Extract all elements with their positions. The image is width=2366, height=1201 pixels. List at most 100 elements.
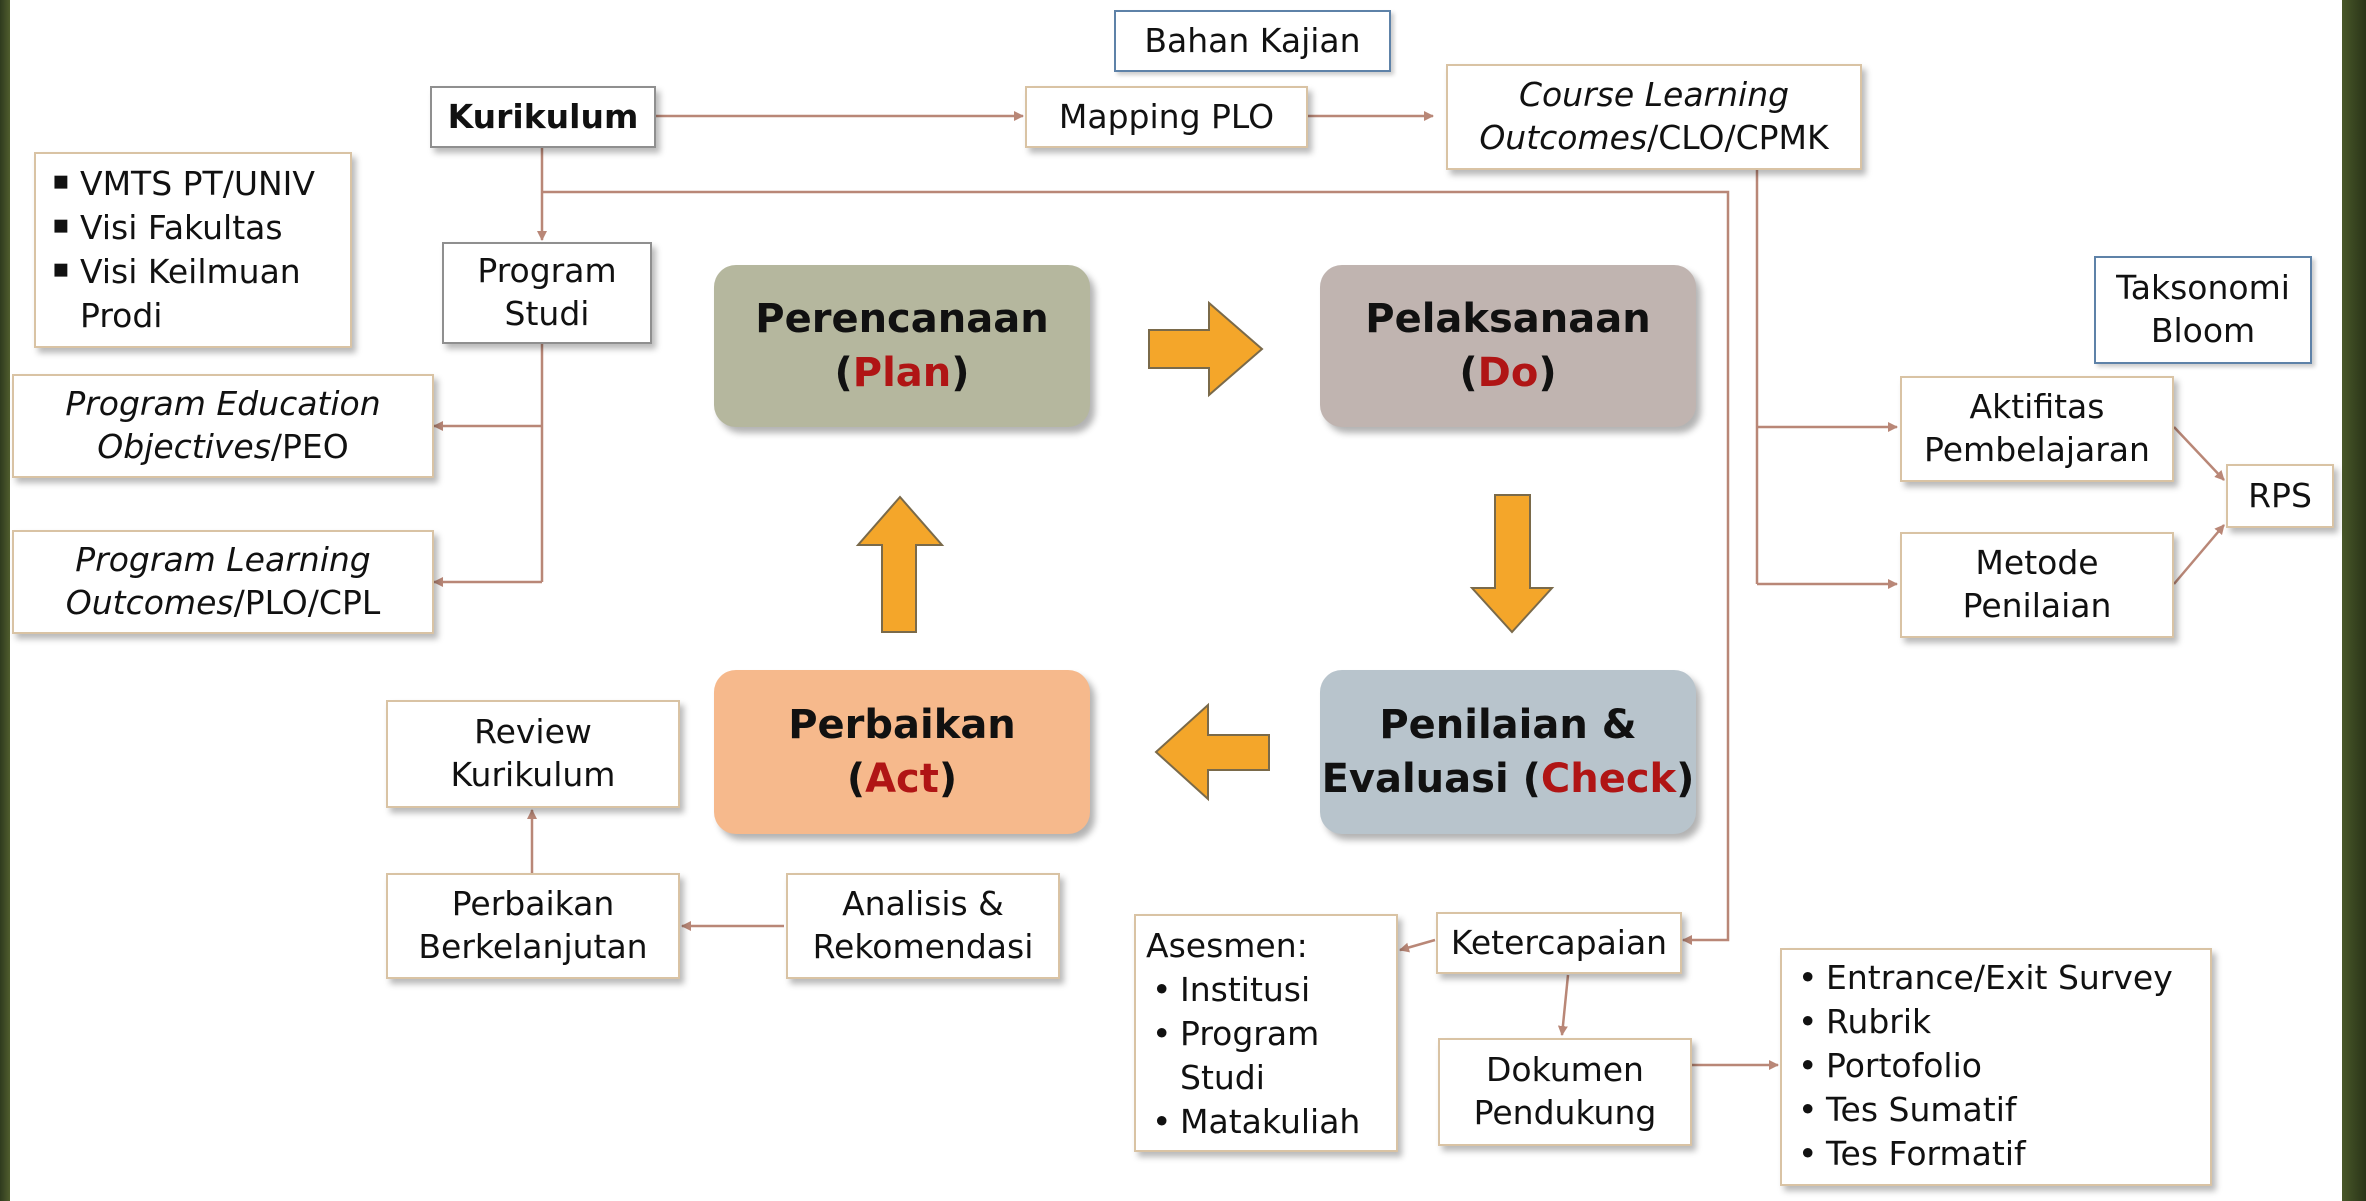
- do-open-paren: (: [1459, 350, 1478, 396]
- perbaikan-berkelanjutan-line2: Berkelanjutan: [418, 927, 648, 966]
- connector-kurikulum-ketercapaian: [542, 190, 1730, 945]
- analisis-line2: Rekomendasi: [812, 927, 1034, 966]
- act-open-paren: (: [846, 756, 866, 802]
- plo-line2-italic: Outcomes: [65, 583, 234, 622]
- act-key-line: (Act): [847, 752, 957, 806]
- vmts-box: VMTS PT/UNIV Visi Fakultas Visi Keilmuan…: [34, 152, 352, 348]
- asesmen-title: Asesmen:: [1146, 926, 1308, 965]
- diagram-canvas: Bahan Kajian Kurikulum Mapping PLO Cours…: [10, 0, 2342, 1201]
- mapping-plo-box: Mapping PLO: [1025, 86, 1308, 148]
- do-close-paren: ): [1538, 350, 1557, 396]
- plo-line2-rest: /PLO/CPL: [233, 583, 381, 622]
- rps-label: RPS: [2248, 475, 2312, 515]
- clo-line2-rest: /CLO/CPMK: [1647, 118, 1829, 157]
- clo-line1: Course Learning: [1518, 75, 1790, 115]
- connector-metode-rps: [2173, 524, 2225, 585]
- vmts-item: Visi Fakultas: [46, 206, 340, 250]
- plo-line2: Outcomes/PLO/CPL: [66, 582, 380, 625]
- plan-box: Perencanaan (Plan): [714, 265, 1090, 427]
- peo-box: Program Education Objectives/PEO: [12, 374, 434, 478]
- vmts-item: VMTS PT/UNIV: [46, 162, 340, 206]
- aktifitas-line2: Pembelajaran: [1924, 430, 2150, 469]
- clo-line2: Outcomes/CLO/CPMK: [1479, 117, 1828, 160]
- check-close-paren: ): [1676, 756, 1695, 802]
- plan-key: Plan: [852, 350, 952, 396]
- do-box: Pelaksanaan (Do): [1320, 265, 1696, 427]
- kurikulum-box: Kurikulum: [430, 86, 656, 148]
- rps-box: RPS: [2226, 464, 2334, 528]
- connector-ketercapaian-asesmen: [1399, 938, 1436, 953]
- arrow-check-to-act: [1154, 702, 1270, 802]
- ketercapaian-label: Ketercapaian: [1450, 922, 1668, 962]
- metode-line1: Metode: [1975, 543, 2099, 583]
- analisis-line1: Analisis &: [842, 884, 1004, 924]
- taksonomi-bloom-box: Taksonomi Bloom: [2094, 256, 2312, 364]
- taksonomi-line1: Taksonomi: [2116, 268, 2290, 308]
- connector-layer: [433, 111, 2225, 1070]
- aktifitas-box: Aktifitas Pembelajaran: [1900, 376, 2174, 482]
- analisis-rekomendasi-box: Analisis & Rekomendasi: [786, 873, 1060, 979]
- bahan-kajian-box: Bahan Kajian: [1114, 10, 1391, 72]
- survey-item: Rubrik: [1792, 1000, 2200, 1044]
- dokumen-pendukung-box: Dokumen Pendukung: [1438, 1038, 1692, 1146]
- plan-open-paren: (: [834, 350, 853, 396]
- asesmen-item: Program Studi: [1146, 1012, 1330, 1100]
- plo-box: Program Learning Outcomes/PLO/CPL: [12, 530, 434, 634]
- act-close-paren: ): [938, 756, 958, 802]
- dokumen-line1: Dokumen: [1486, 1050, 1644, 1090]
- survey-list-box: Entrance/Exit Survey Rubrik Portofolio T…: [1780, 948, 2212, 1186]
- background-edge-right: [2340, 0, 2366, 1201]
- check-key-line: Evaluasi (Check): [1322, 752, 1695, 806]
- survey-item: Entrance/Exit Survey: [1792, 956, 2200, 1000]
- taksonomi-line2: Bloom: [2150, 311, 2256, 350]
- ketercapaian-box: Ketercapaian: [1436, 912, 1682, 974]
- asesmen-item: Matakuliah: [1146, 1100, 1386, 1144]
- act-title: Perbaikan: [788, 702, 1016, 748]
- survey-item: Tes Sumatif: [1792, 1088, 2200, 1132]
- survey-item: Portofolio: [1792, 1044, 2200, 1088]
- program-studi-line1: Program: [477, 251, 617, 291]
- dokumen-line2: Pendukung: [1473, 1093, 1657, 1132]
- metode-penilaian-box: Metode Penilaian: [1900, 532, 2174, 638]
- check-box: Penilaian & Evaluasi (Check): [1320, 670, 1696, 834]
- plan-title: Perencanaan: [755, 296, 1049, 342]
- do-title: Pelaksanaan: [1365, 296, 1651, 342]
- check-key: Check: [1540, 756, 1677, 802]
- plan-key-line: (Plan): [834, 346, 969, 400]
- perbaikan-berkelanjutan-box: Perbaikan Berkelanjutan: [386, 873, 680, 979]
- peo-line2-italic: Objectives: [97, 427, 271, 466]
- survey-item: Tes Formatif: [1792, 1132, 2200, 1176]
- act-key: Act: [865, 756, 939, 802]
- review-line1: Review: [474, 712, 592, 752]
- arrow-plan-to-do: [1148, 300, 1264, 398]
- arrow-do-to-check: [1469, 494, 1555, 634]
- connector-aktifitas-rps: [2173, 426, 2225, 481]
- connector-ketercapaian-dokumen: [1557, 974, 1570, 1036]
- program-studi-box: Program Studi: [442, 242, 652, 344]
- do-key-line: (Do): [1459, 346, 1556, 400]
- vmts-item: Visi Keilmuan Prodi: [46, 250, 340, 338]
- program-studi-line2: Studi: [504, 294, 590, 333]
- peo-line2: Objectives/PEO: [97, 426, 349, 469]
- clo-box: Course Learning Outcomes/CLO/CPMK: [1446, 64, 1862, 170]
- asesmen-item: Institusi: [1146, 968, 1386, 1012]
- peo-line2-rest: /PEO: [270, 427, 349, 466]
- review-kurikulum-box: Review Kurikulum: [386, 700, 680, 808]
- review-line2: Kurikulum: [450, 755, 616, 794]
- asesmen-box: Asesmen: Institusi Program Studi Matakul…: [1134, 914, 1398, 1152]
- perbaikan-berkelanjutan-line1: Perbaikan: [451, 884, 615, 924]
- plo-line1: Program Learning: [75, 540, 371, 580]
- check-title: Penilaian &: [1379, 702, 1637, 748]
- kurikulum-label: Kurikulum: [447, 96, 639, 136]
- check-prefix: Evaluasi (: [1321, 756, 1541, 802]
- peo-line1: Program Education: [65, 384, 381, 424]
- bahan-kajian-label: Bahan Kajian: [1144, 20, 1361, 60]
- arrow-act-to-plan: [855, 495, 945, 633]
- mapping-plo-label: Mapping PLO: [1058, 96, 1275, 136]
- clo-line2-italic: Outcomes: [1479, 118, 1648, 157]
- metode-line2: Penilaian: [1962, 586, 2112, 625]
- do-key: Do: [1477, 350, 1539, 396]
- plan-close-paren: ): [951, 350, 970, 396]
- aktifitas-line1: Aktifitas: [1969, 387, 2105, 427]
- act-box: Perbaikan (Act): [714, 670, 1090, 834]
